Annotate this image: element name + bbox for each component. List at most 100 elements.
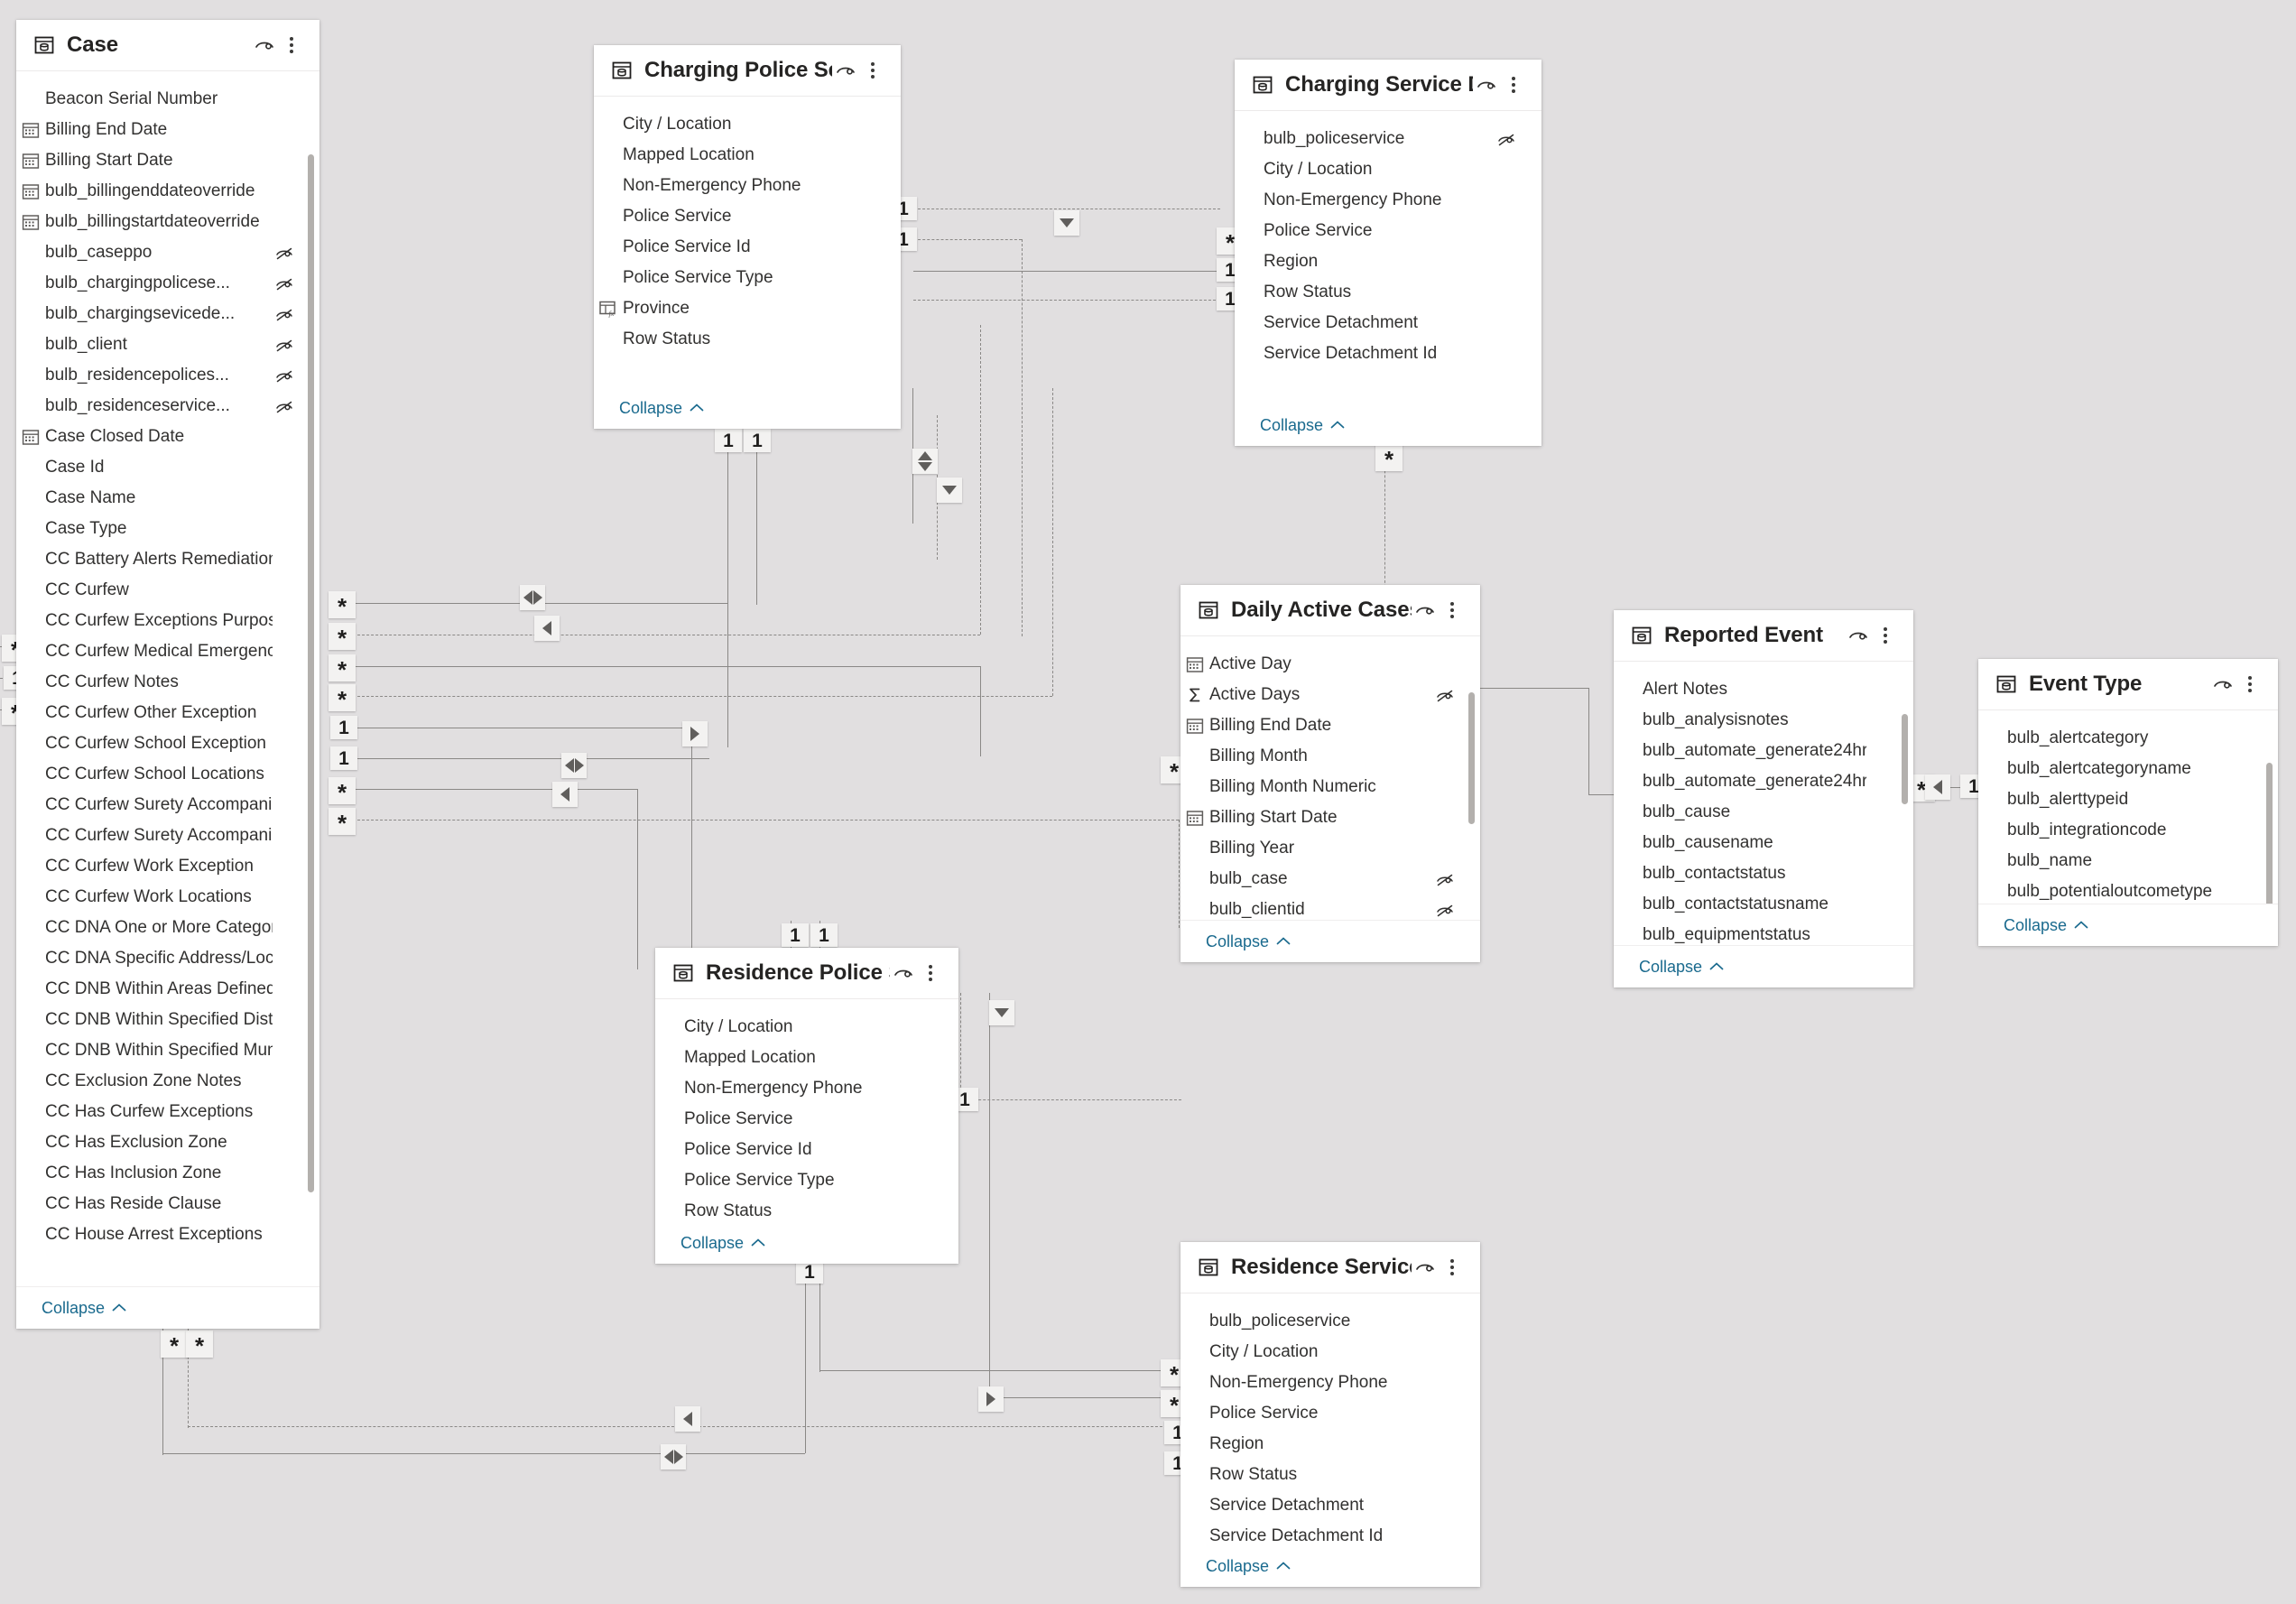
cardinality-badge[interactable]: 1 [744,429,771,452]
relationship-line[interactable] [805,1264,806,1453]
more-options-icon[interactable] [1439,597,1466,624]
cross-filter-direction-icon[interactable] [989,1000,1014,1025]
field-row[interactable]: bulb_alertcategory [1978,723,2278,754]
relationship-line[interactable] [980,325,981,635]
field-list-scrollbar[interactable] [308,154,314,1192]
relationship-line[interactable] [1179,820,1180,928]
field-row[interactable]: Non-Emergency Phone [594,171,901,201]
field-row[interactable]: bulb_chargingsevicede... [16,299,319,329]
relationship-line[interactable] [727,442,728,605]
cardinality-badge[interactable]: * [329,684,356,711]
field-row[interactable]: Case Id [16,452,319,483]
cross-filter-direction-icon[interactable] [1925,774,1950,800]
table-header-charging-police-service[interactable]: Charging Police Service [594,45,901,97]
field-row[interactable]: Service Detachment Id [1180,1521,1480,1545]
relationship-line[interactable] [162,1453,805,1454]
cross-filter-direction-icon[interactable] [675,1406,700,1432]
field-row[interactable]: City / Location [1235,154,1541,185]
field-row[interactable]: bulb_contactstatus [1614,858,1913,889]
cross-filter-direction-icon[interactable] [682,721,708,746]
cardinality-badge[interactable]: 1 [330,716,357,739]
relationship-line[interactable] [1052,388,1053,696]
field-row[interactable]: Row Status [1180,1460,1480,1490]
field-list-scrollbar[interactable] [1468,692,1475,824]
cardinality-badge[interactable]: * [329,654,356,681]
cross-filter-direction-icon[interactable] [561,753,587,778]
hide-table-icon[interactable] [251,32,278,59]
field-row[interactable]: CC Has Exclusion Zone [16,1127,319,1158]
field-row[interactable]: Service Detachment [1180,1490,1480,1521]
cardinality-badge[interactable]: * [329,623,356,650]
collapse-button[interactable]: Collapse [655,1222,958,1264]
relationship-line[interactable] [989,1397,1183,1398]
field-row[interactable]: bulb_billingstartdateoverride [16,207,319,237]
field-row[interactable]: bulb_residenceservice... [16,391,319,422]
table-card-residence-service-detachment[interactable]: Residence Service De...bulb_policeservic… [1180,1242,1480,1587]
field-row[interactable]: Billing Month Numeric [1180,772,1480,802]
field-row[interactable]: bulb_alerttypeid [1978,784,2278,815]
relationship-line[interactable] [913,239,1022,240]
field-row[interactable]: CC Has Reside Clause [16,1189,319,1219]
field-row[interactable]: CC DNB Within Specified Muni... [16,1035,319,1066]
field-row[interactable]: Police Service Type [655,1165,958,1196]
field-row[interactable]: CC House Arrest Exceptions [16,1219,319,1250]
cardinality-badge[interactable]: 1 [330,746,357,770]
field-row[interactable]: Non-Emergency Phone [655,1073,958,1104]
more-options-icon[interactable] [1872,622,1899,649]
field-row[interactable]: Service Detachment [1235,308,1541,338]
hide-table-icon[interactable] [1845,622,1872,649]
field-row[interactable]: bulb_alertcategoryname [1978,754,2278,784]
relationship-line[interactable] [727,603,728,747]
field-row[interactable]: CC Curfew Exceptions Purpose ... [16,606,319,636]
field-row[interactable]: bulb_policeservice [1180,1306,1480,1337]
cross-filter-direction-icon[interactable] [1054,210,1079,236]
more-options-icon[interactable] [2236,671,2264,698]
field-row[interactable]: Mapped Location [594,140,901,171]
field-row[interactable]: Non-Emergency Phone [1235,185,1541,216]
field-row[interactable]: bulb_equipmentstatus [1614,920,1913,945]
field-row[interactable]: Police Service Id [655,1135,958,1165]
field-row[interactable]: bulb_policeservice [1235,124,1541,154]
relationship-line[interactable] [348,666,980,667]
field-row[interactable]: Active Days [1180,680,1480,710]
table-header-event-type[interactable]: Event Type [1978,659,2278,710]
relationship-line[interactable] [1588,794,1616,795]
more-options-icon[interactable] [859,57,886,84]
hide-table-icon[interactable] [1412,1254,1439,1281]
field-row[interactable]: Police Service [655,1104,958,1135]
field-row[interactable]: Billing Start Date [16,145,319,176]
field-row[interactable]: CC DNB Within Areas Defined ... [16,974,319,1005]
table-header-residence-police-service[interactable]: Residence Police Serv... [655,948,958,999]
relationship-line[interactable] [348,820,1179,821]
relationship-line[interactable] [348,758,709,759]
field-row[interactable]: Billing End Date [1180,710,1480,741]
cardinality-badge[interactable]: * [329,777,356,804]
field-row[interactable]: bulb_cause [1614,797,1913,828]
relationship-line[interactable] [1588,688,1589,794]
field-row[interactable]: City / Location [1180,1337,1480,1368]
field-row[interactable]: bulb_client [16,329,319,360]
cross-filter-direction-icon[interactable] [912,449,938,474]
field-row[interactable]: CC Curfew School Locations [16,759,319,790]
relationship-line[interactable] [348,696,1052,697]
field-row[interactable]: Police Service Id [594,232,901,263]
relationship-line[interactable] [188,1329,189,1428]
field-row[interactable]: Service Detachment Id [1235,338,1541,369]
field-row[interactable]: bulb_chargingpolicese... [16,268,319,299]
field-row[interactable]: Police Service [1180,1398,1480,1429]
field-row[interactable]: Row Status [594,324,901,355]
field-row[interactable]: CC DNA One or More Categori... [16,913,319,943]
collapse-button[interactable]: Collapse [1180,920,1480,962]
field-row[interactable]: Police Service Type [594,263,901,293]
field-row[interactable]: CC Exclusion Zone Notes [16,1066,319,1097]
field-row[interactable]: Case Type [16,514,319,544]
cardinality-badge[interactable]: * [1375,444,1403,471]
field-row[interactable]: Non-Emergency Phone [1180,1368,1480,1398]
field-row[interactable]: CC Curfew Work Locations [16,882,319,913]
field-row[interactable]: Active Day [1180,649,1480,680]
